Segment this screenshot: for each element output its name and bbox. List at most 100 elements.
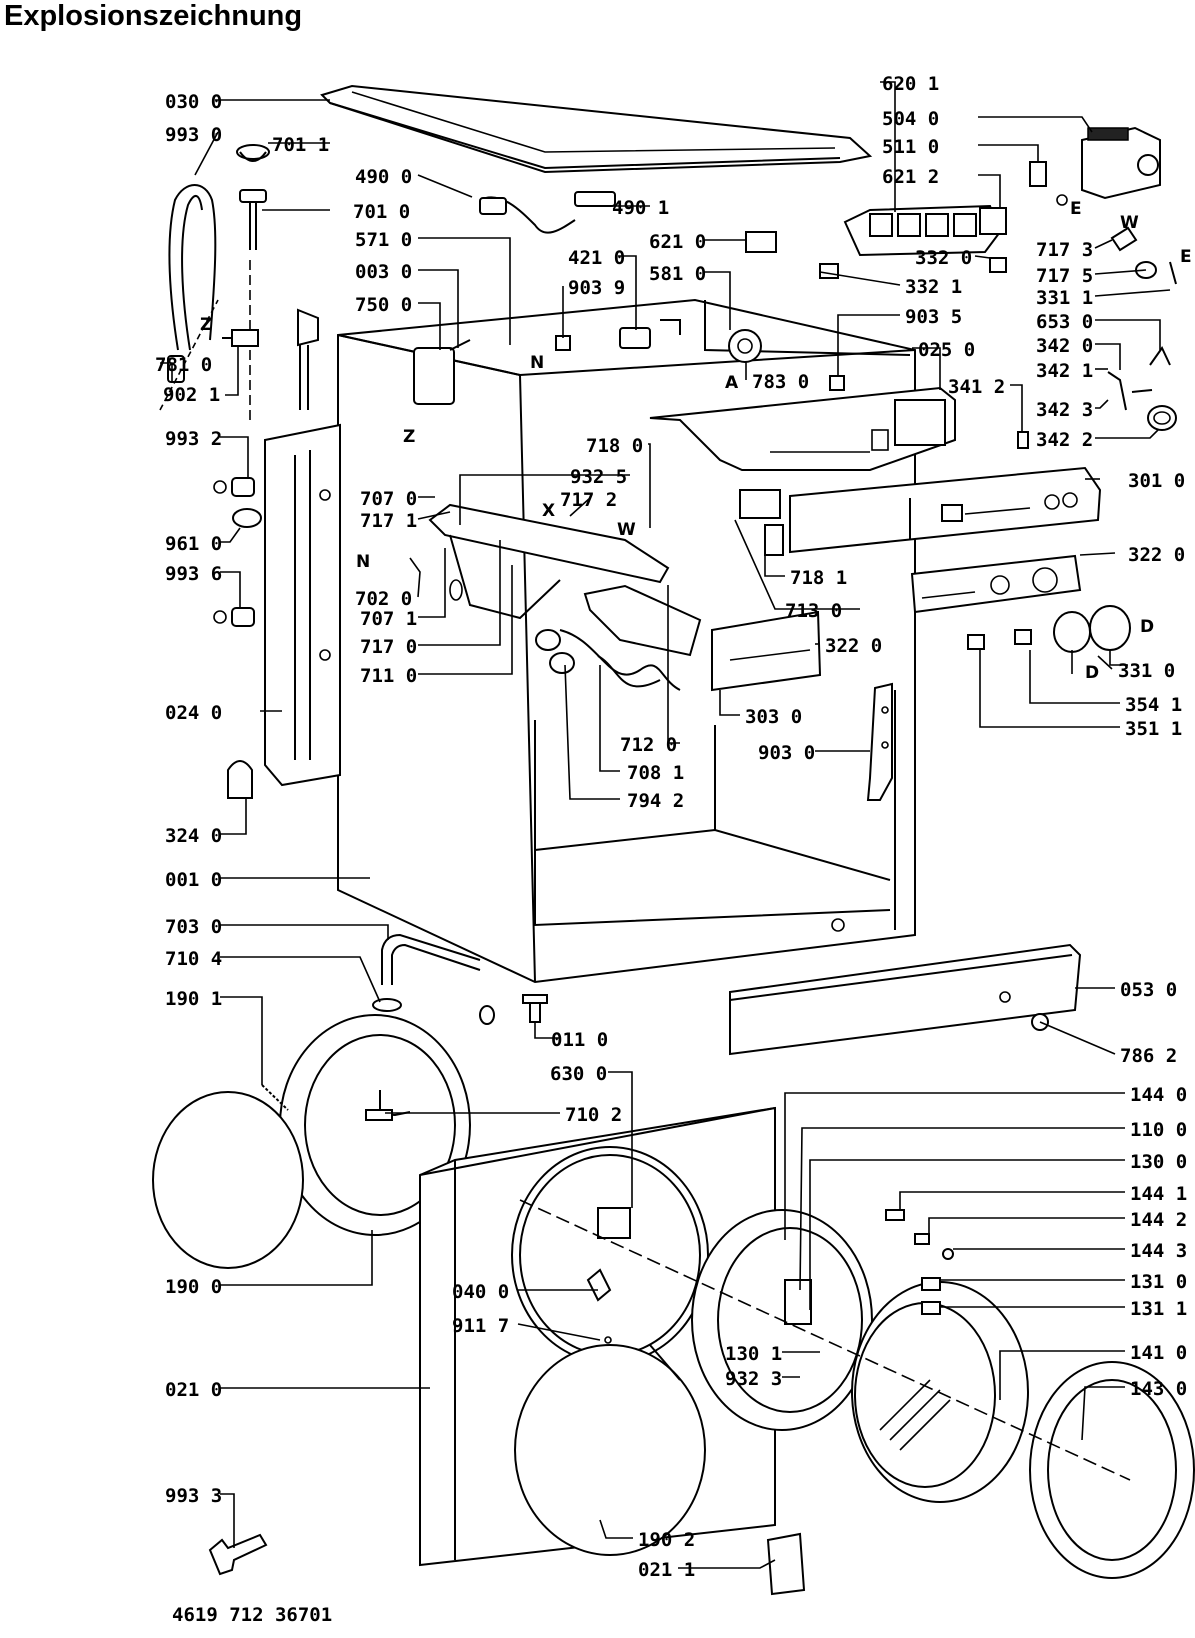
part-label-130-1: 130 1 <box>725 1343 782 1365</box>
part-label-511-0: 511 0 <box>882 136 939 158</box>
part-label-703-0: 703 0 <box>165 916 222 938</box>
part-label-030-0: 030 0 <box>165 91 222 113</box>
part-label-620-1: 620 1 <box>882 73 939 95</box>
part-label-621-2: 621 2 <box>882 166 939 188</box>
part-label-490-1: 490 1 <box>612 197 669 219</box>
part-label-903-5: 903 5 <box>905 306 962 328</box>
part-label-993-3: 993 3 <box>165 1485 222 1507</box>
marker-e-1: E <box>1070 199 1082 219</box>
knobs <box>967 605 1131 653</box>
part-label-710-4: 710 4 <box>165 948 222 970</box>
drawing-number: 4619 712 36701 <box>172 1604 333 1626</box>
part-label-794-2: 794 2 <box>627 790 684 812</box>
part-label-717-1: 717 1 <box>360 510 417 532</box>
part-label-001-0: 001 0 <box>165 869 222 891</box>
hose-spring <box>159 184 219 411</box>
hinge-small-parts <box>885 1209 954 1315</box>
letter-markers: Z Z N N A E E W W X D D <box>200 199 1192 683</box>
part-label-322-0-b: 322 0 <box>1128 544 1185 566</box>
marker-z-1: Z <box>200 315 212 335</box>
marker-e-2: E <box>1180 247 1192 267</box>
marker-n-1: N <box>530 353 544 373</box>
part-label-712-0: 712 0 <box>620 734 677 756</box>
part-label-713-0: 713 0 <box>785 600 842 622</box>
part-label-331-0: 331 0 <box>1118 660 1175 682</box>
part-label-025-0: 025 0 <box>918 339 975 361</box>
part-label-717-5: 717 5 <box>1036 265 1093 287</box>
part-label-993-0: 993 0 <box>165 124 222 146</box>
part-label-053-0: 053 0 <box>1120 979 1177 1001</box>
part-label-024-0: 024 0 <box>165 702 222 724</box>
part-label-490-0: 490 0 <box>355 166 412 188</box>
part-label-342-2: 342 2 <box>1036 429 1093 451</box>
part-label-781-0: 781 0 <box>155 354 212 376</box>
feet-screws <box>213 477 262 627</box>
part-label-131-1: 131 1 <box>1130 1298 1187 1320</box>
part-label-701-0: 701 0 <box>353 201 410 223</box>
part-label-190-2: 190 2 <box>638 1529 695 1551</box>
part-label-144-0: 144 0 <box>1130 1084 1187 1106</box>
part-label-190-1: 190 1 <box>165 988 222 1010</box>
part-label-581-0: 581 0 <box>649 263 706 285</box>
part-label-332-0: 332 0 <box>915 247 972 269</box>
part-label-718-1: 718 1 <box>790 567 847 589</box>
part-label-707-1: 707 1 <box>360 608 417 630</box>
part-label-303-0: 303 0 <box>745 706 802 728</box>
part-label-144-1: 144 1 <box>1130 1183 1187 1205</box>
part-label-653-0: 653 0 <box>1036 311 1093 333</box>
marker-n-2: N <box>356 552 370 572</box>
part-label-630-0: 630 0 <box>550 1063 607 1085</box>
part-label-021-1: 021 1 <box>638 1559 695 1581</box>
part-label-342-0: 342 0 <box>1036 335 1093 357</box>
part-label-717-2: 717 2 <box>560 489 617 511</box>
part-label-324-0: 324 0 <box>165 825 222 847</box>
relay-cluster <box>843 204 1007 257</box>
programme-panel <box>910 554 1082 614</box>
part-label-421-0: 421 0 <box>568 247 625 269</box>
part-label-701-1: 701 1 <box>272 134 329 156</box>
part-label-783-0: 783 0 <box>752 371 809 393</box>
marker-w-1: W <box>1120 213 1139 233</box>
part-label-717-0: 717 0 <box>360 636 417 658</box>
part-label-332-1: 332 1 <box>905 276 962 298</box>
part-label-786-2: 786 2 <box>1120 1045 1177 1067</box>
door-lock-parts <box>1017 226 1177 449</box>
part-label-141-0: 141 0 <box>1130 1342 1187 1364</box>
part-label-993-6: 993 6 <box>165 563 222 585</box>
control-panel <box>789 466 1102 554</box>
part-label-708-1: 708 1 <box>627 762 684 784</box>
part-label-750-0: 750 0 <box>355 294 412 316</box>
front-panel <box>419 1106 776 1567</box>
part-label-131-0: 131 0 <box>1130 1271 1187 1293</box>
side-panel <box>264 423 341 787</box>
part-label-702-0: 702 0 <box>355 588 412 610</box>
side-bracket <box>866 682 893 801</box>
part-label-322-0-a: 322 0 <box>825 635 882 657</box>
detergent-drawer <box>428 489 822 692</box>
part-label-130-0: 130 0 <box>1130 1151 1187 1173</box>
top-cover <box>320 84 873 174</box>
part-label-710-2: 710 2 <box>565 1104 622 1126</box>
part-label-351-1: 351 1 <box>1125 718 1182 740</box>
part-label-903-0: 903 0 <box>758 742 815 764</box>
control-module <box>1029 126 1161 206</box>
part-label-354-1: 354 1 <box>1125 694 1182 716</box>
part-label-342-1: 342 1 <box>1036 360 1093 382</box>
part-label-190-0: 190 0 <box>165 1276 222 1298</box>
part-label-571-0: 571 0 <box>355 229 412 251</box>
part-label-932-5: 932 5 <box>570 466 627 488</box>
part-label-003-0: 003 0 <box>355 261 412 283</box>
panel-bracket <box>649 386 956 471</box>
part-label-021-0: 021 0 <box>165 1379 222 1401</box>
part-label-342-3: 342 3 <box>1036 399 1093 421</box>
marker-d-1: D <box>1085 663 1099 683</box>
part-label-331-1: 331 1 <box>1036 287 1093 309</box>
wiring-harness <box>413 191 1007 405</box>
part-label-621-0: 621 0 <box>649 231 706 253</box>
marker-a: A <box>725 373 739 393</box>
part-label-961-0: 961 0 <box>165 533 222 555</box>
marker-x: X <box>542 501 555 521</box>
part-label-707-0: 707 0 <box>360 488 417 510</box>
marker-d-2: D <box>1140 617 1154 637</box>
marker-z-2: Z <box>403 427 415 447</box>
